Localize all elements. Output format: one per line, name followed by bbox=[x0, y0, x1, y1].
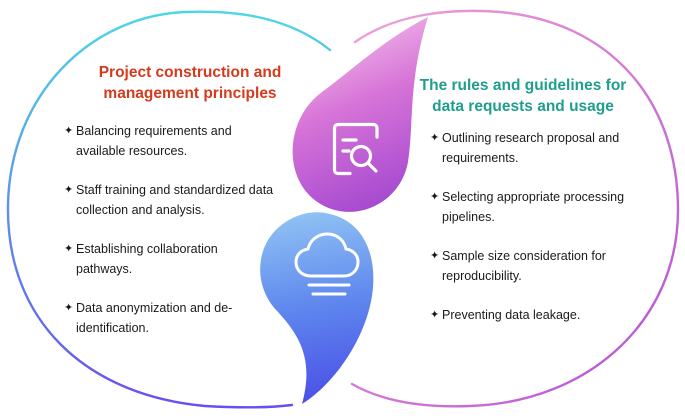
cloud-fog-icon bbox=[294, 232, 360, 296]
right-list-item: ✦ Selecting appropriate processing pipel… bbox=[430, 187, 675, 227]
list-item-line: Preventing data leakage. bbox=[442, 308, 581, 322]
left-panel-title: Project construction and management prin… bbox=[40, 62, 340, 104]
star-bullet-icon: ✦ bbox=[64, 184, 74, 196]
left-list-item: ✦ Data anonymization and de- identificat… bbox=[64, 298, 304, 338]
list-item-line: collection and analysis. bbox=[76, 203, 205, 217]
right-panel-list: ✦ Outlining research proposal and requir… bbox=[430, 128, 675, 344]
right-panel-title-line: data requests and usage bbox=[432, 98, 614, 115]
list-item-line: reproducibility. bbox=[442, 269, 522, 283]
right-list-item: ✦ Outlining research proposal and requir… bbox=[430, 128, 675, 168]
list-item-line: pathways. bbox=[76, 262, 133, 276]
star-bullet-icon: ✦ bbox=[64, 125, 74, 137]
left-list-item: ✦ Staff training and standardized data c… bbox=[64, 180, 304, 220]
star-bullet-icon: ✦ bbox=[430, 132, 440, 144]
star-bullet-icon: ✦ bbox=[64, 302, 74, 314]
star-bullet-icon: ✦ bbox=[64, 243, 74, 255]
top-droplet-shape bbox=[292, 17, 428, 212]
star-bullet-icon: ✦ bbox=[430, 250, 440, 262]
list-item-line: Establishing collaboration bbox=[76, 242, 218, 256]
right-panel-outline bbox=[350, 9, 680, 408]
left-list-item: ✦ Balancing requirements and available r… bbox=[64, 121, 304, 161]
list-item-line: Outlining research proposal and bbox=[442, 131, 620, 145]
list-item-line: Sample size consideration for bbox=[442, 249, 606, 263]
star-bullet-icon: ✦ bbox=[430, 191, 440, 203]
right-list-item: ✦ Preventing data leakage. bbox=[430, 305, 675, 325]
star-bullet-icon: ✦ bbox=[430, 309, 440, 321]
right-panel-title: The rules and guidelines for data reques… bbox=[392, 75, 654, 117]
left-panel-outline bbox=[6, 10, 332, 409]
left-list-item: ✦ Establishing collaboration pathways. bbox=[64, 239, 304, 279]
list-item-line: Balancing requirements and bbox=[76, 124, 232, 138]
right-list-item: ✦ Sample size consideration for reproduc… bbox=[430, 246, 675, 286]
list-item-line: pipelines. bbox=[442, 210, 495, 224]
list-item-line: Staff training and standardized data bbox=[76, 183, 274, 197]
list-item-line: Data anonymization and de- bbox=[76, 301, 233, 315]
left-panel-title-line: management principles bbox=[103, 85, 277, 102]
list-item-line: available resources. bbox=[76, 144, 188, 158]
list-item-line: requirements. bbox=[442, 151, 519, 165]
document-search-icon bbox=[332, 122, 379, 176]
list-item-line: identification. bbox=[76, 321, 149, 335]
bottom-droplet-shape bbox=[260, 212, 374, 404]
left-panel-list: ✦ Balancing requirements and available r… bbox=[64, 121, 304, 357]
left-panel-title-line: Project construction and bbox=[98, 64, 282, 81]
right-panel-title-line: The rules and guidelines for bbox=[419, 77, 627, 94]
list-item-line: Selecting appropriate processing bbox=[442, 190, 625, 204]
